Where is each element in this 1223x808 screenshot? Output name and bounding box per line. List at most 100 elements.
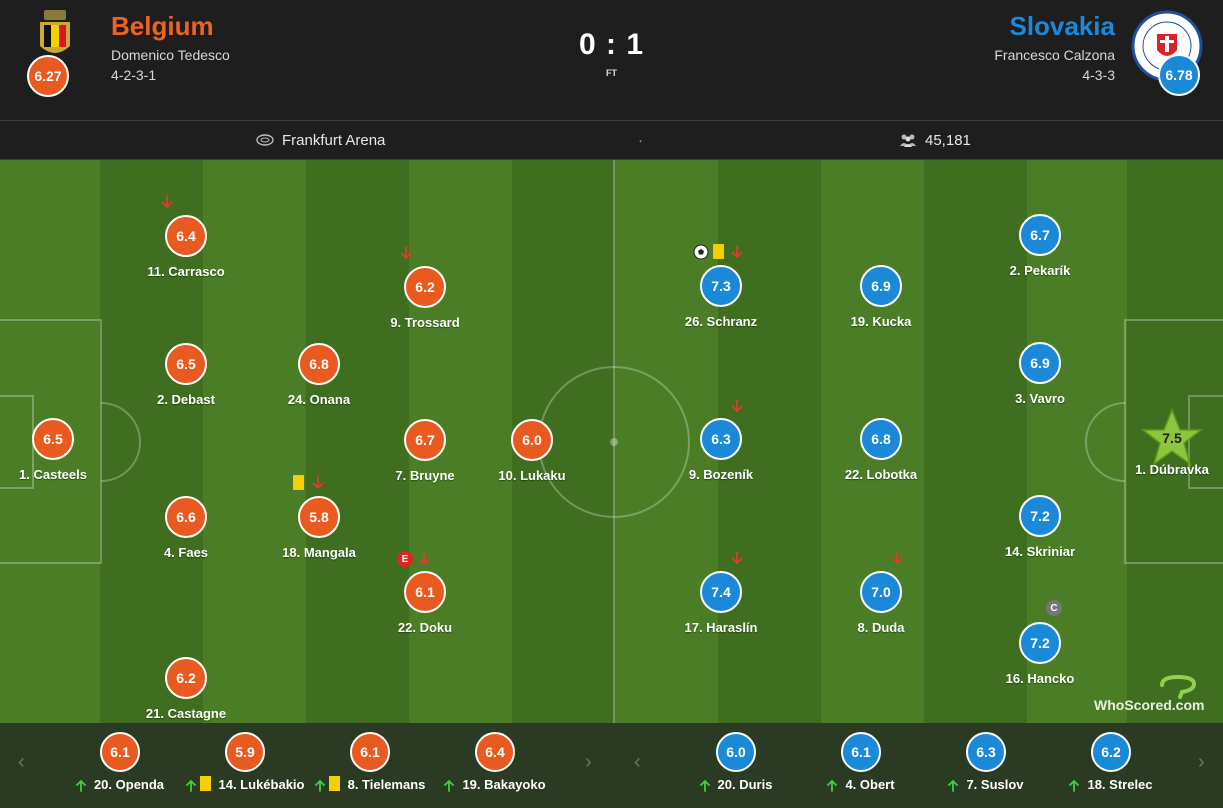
player-rating: 6.9 (860, 265, 902, 307)
attendance: 45,181 (899, 121, 971, 159)
match-header: 6.27 Belgium Domenico Tedesco 4-2-3-1 0 … (0, 0, 1223, 120)
substitute-name: 20. Duris (717, 777, 773, 792)
substitute-rating: 6.3 (966, 732, 1006, 772)
home-bench-prev[interactable]: ‹ (18, 751, 25, 773)
player-rating: 6.6 (165, 496, 207, 538)
sub-off-arrow-icon (161, 195, 173, 209)
player-rating: 6.5 (32, 418, 74, 460)
home-substitute[interactable]: 6.1 8. Tielemans (300, 732, 440, 792)
player-rating: 6.0 (511, 419, 553, 461)
away-team-rating: 6.78 (1158, 54, 1200, 96)
player-rating: 6.3 (700, 418, 742, 460)
home-player[interactable]: 6.2 21. Castagne (121, 657, 251, 721)
match-score: 0 : 1 (578, 28, 645, 61)
home-formation: 4-2-3-1 (111, 67, 157, 83)
home-team-name[interactable]: Belgium (111, 11, 214, 41)
player-name: 16. Hancko (1005, 671, 1075, 686)
player-rating: 6.7 (404, 419, 446, 461)
sub-on-arrow-icon (76, 779, 86, 792)
substitute-rating: 6.4 (475, 732, 515, 772)
home-substitute[interactable]: 6.1 20. Openda (50, 732, 190, 792)
stadium-icon (256, 134, 274, 146)
player-name: 14. Skriniar (1004, 544, 1076, 559)
man-of-the-match-rating: 7.5 (1141, 408, 1203, 466)
belgium-crest-icon (40, 10, 70, 53)
yellow-card-icon (713, 244, 724, 259)
substitute-name: 4. Obert (845, 777, 895, 792)
player-rating: 7.2 (1019, 622, 1061, 664)
player-rating: 6.8 (860, 418, 902, 460)
away-bench-next[interactable]: › (1198, 751, 1205, 773)
sub-off-arrow-icon (312, 476, 324, 490)
whoscored-wordmark: WhoScored.com (1094, 697, 1205, 713)
player-name: 11. Carrasco (147, 264, 225, 279)
sub-on-arrow-icon (185, 779, 196, 792)
player-rating: 6.4 (165, 215, 207, 257)
goal-ball-icon (693, 244, 709, 260)
away-team-name[interactable]: Slovakia (1009, 11, 1115, 41)
attendance-value: 45,181 (925, 131, 971, 149)
player-name: 1. Casteels (19, 467, 87, 482)
player-rating: 7.3 (700, 265, 742, 307)
home-substitute[interactable]: 5.9 14. Lukébakio (175, 732, 315, 792)
away-substitute[interactable]: 6.1 4. Obert (791, 732, 931, 792)
sub-on-arrow-icon (1069, 779, 1080, 792)
sub-off-arrow-icon (891, 551, 903, 565)
away-player[interactable]: 7.2 14. Skriniar (975, 495, 1105, 559)
sub-on-arrow-icon (948, 779, 959, 792)
player-rating: 6.2 (165, 657, 207, 699)
substitute-name-row: 14. Lukébakio (175, 776, 315, 792)
sub-on-arrow-icon (699, 779, 710, 792)
away-player[interactable]: 7.2 16. Hancko (975, 622, 1105, 686)
star-icon (1141, 408, 1203, 466)
home-player[interactable]: 6.4 11. Carrasco (121, 215, 251, 279)
player-rating: 6.5 (165, 343, 207, 385)
substitute-rating: 6.1 (841, 732, 881, 772)
substitute-name: 18. Strelec (1087, 777, 1153, 792)
home-player[interactable]: 6.0 10. Lukaku (467, 419, 597, 483)
home-bench-next[interactable]: › (585, 751, 592, 773)
home-player[interactable]: 6.5 1. Casteels (0, 418, 118, 482)
player-rating: 7.0 (860, 571, 902, 613)
substitute-rating: 5.9 (225, 732, 265, 772)
substitute-rating: 6.1 (100, 732, 140, 772)
sub-on-arrow-icon (827, 779, 838, 792)
pitch-markings (0, 160, 1223, 723)
player-rating: 7.2 (1019, 495, 1061, 537)
player-name: 10. Lukaku (498, 468, 566, 483)
player-rating: 7.5 (1162, 430, 1182, 446)
info-separator: · (638, 131, 643, 149)
substitute-name: 20. Openda (93, 777, 165, 792)
whoscored-mark-icon (1160, 675, 1197, 699)
substitute-name: 8. Tielemans (347, 777, 426, 792)
player-name: 21. Castagne (145, 706, 227, 721)
substitute-name-row: 18. Strelec (1041, 777, 1181, 792)
yellow-card-icon (328, 776, 340, 792)
away-bench-prev[interactable]: ‹ (634, 751, 641, 773)
substitute-rating: 6.1 (350, 732, 390, 772)
substitute-name-row: 20. Duris (666, 777, 806, 792)
home-manager: Domenico Tedesco (111, 47, 230, 63)
